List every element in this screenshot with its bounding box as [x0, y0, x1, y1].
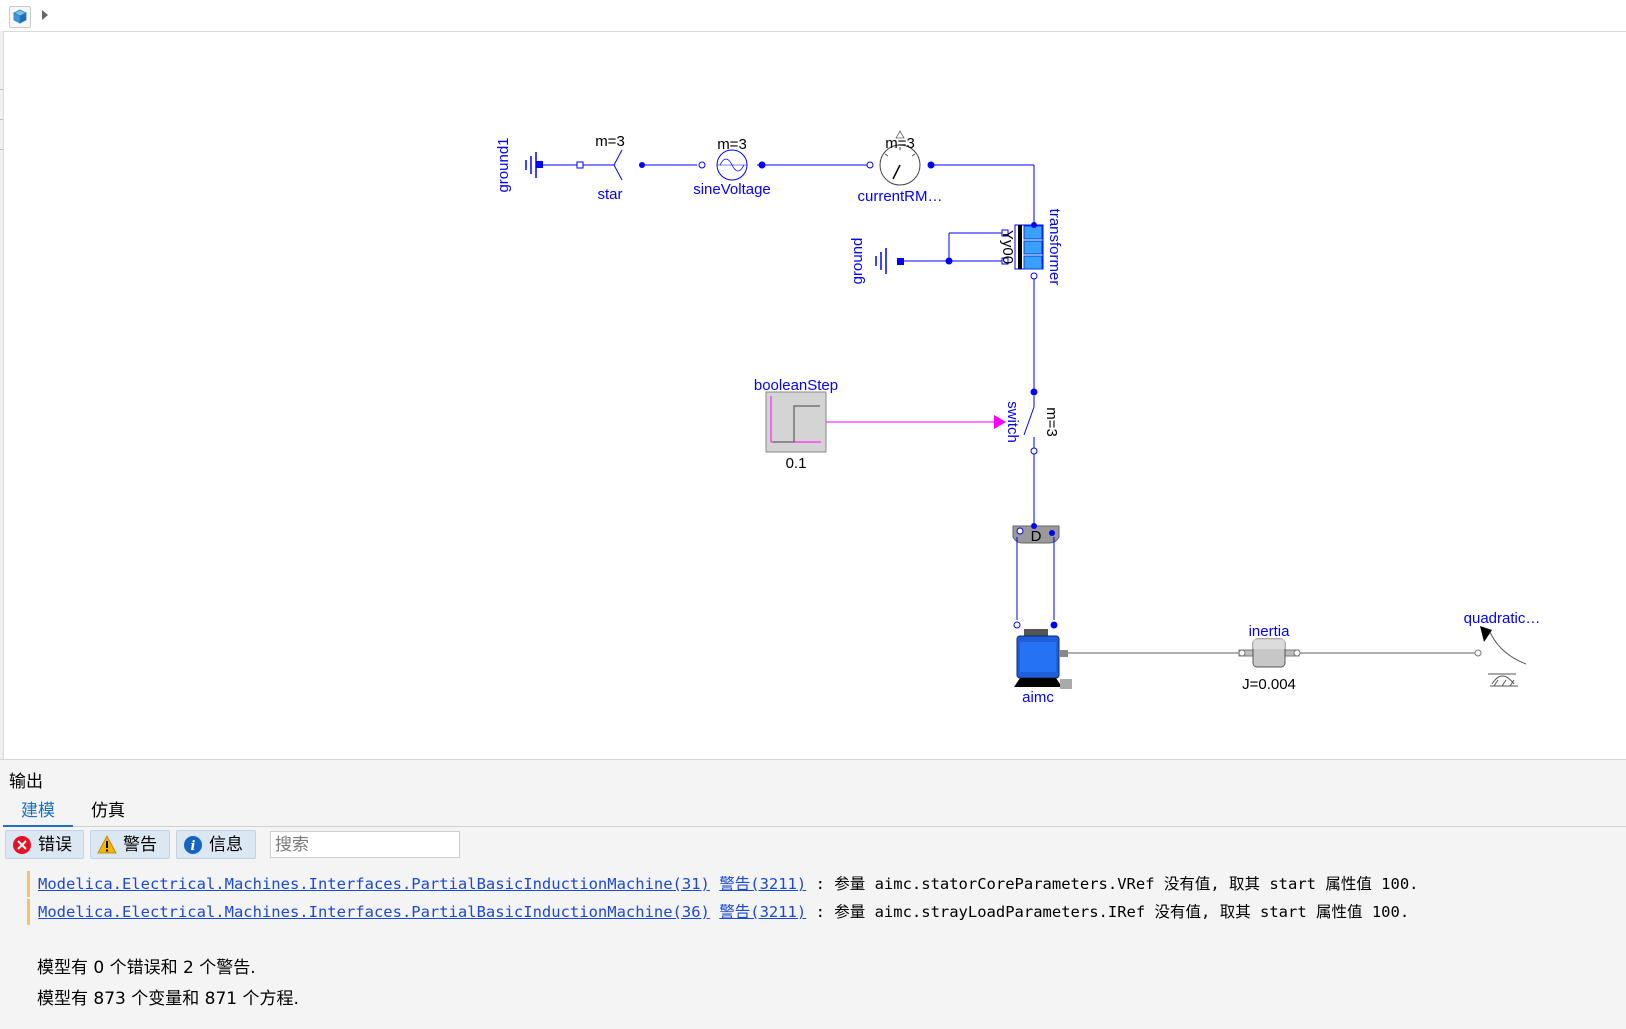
transformer-vector-label: Yy00 [999, 230, 1016, 264]
info-filter-button[interactable]: i 信息 [176, 830, 256, 859]
message-source-link[interactable]: Modelica.Electrical.Machines.Interfaces.… [38, 875, 710, 893]
star-component[interactable]: m=3 star [576, 133, 645, 203]
top-connection-line [539, 164, 1035, 225]
star-m-label: m=3 [595, 133, 625, 150]
errors-filter-label: 错误 [38, 835, 72, 855]
booleanStep-value-label: 0.1 [786, 455, 807, 472]
info-icon: i [183, 835, 203, 855]
toolbar [0, 0, 1626, 32]
currentRMS-label: currentRM… [857, 188, 942, 205]
ground1-component[interactable]: ground1 [495, 137, 543, 193]
search-input[interactable] [270, 831, 460, 858]
summary-variables: 模型有 873 个变量和 871 个方程. [37, 989, 299, 1009]
output-title: 输出 [9, 772, 43, 792]
error-icon [12, 835, 32, 855]
left-splitter[interactable] [0, 31, 4, 759]
transformer-component[interactable]: Yy00 transformer [999, 209, 1063, 286]
message-text: : 参量 aimc.strayLoadParameters.IRef 没有值, … [815, 903, 1410, 921]
output-panel: 输出 建模 仿真 错误 警告 i 信息 Modelica.Electrical.… [0, 759, 1626, 1029]
message-code-link[interactable]: 警告(3211) [719, 903, 807, 921]
filter-bar: 错误 警告 i 信息 [3, 828, 1626, 862]
transformer-label: transformer [1046, 209, 1063, 286]
tab-simulation[interactable]: 仿真 [91, 801, 125, 821]
info-filter-label: 信息 [209, 835, 243, 855]
quadratic-torque-component[interactable]: quadratic… [1464, 610, 1541, 687]
ground-component[interactable]: ground [849, 232, 1002, 285]
message-row: Modelica.Electrical.Machines.Interfaces.… [27, 871, 1419, 897]
inertia-label: inertia [1249, 623, 1291, 640]
booleanStep-label: booleanStep [754, 377, 838, 394]
svg-text:i: i [191, 839, 196, 854]
inertia-J-label: J=0.004 [1242, 676, 1296, 693]
errors-filter-button[interactable]: 错误 [5, 830, 84, 859]
aimc-label: aimc [1022, 689, 1054, 706]
sineVoltage-component[interactable]: m=3 sineVoltage [693, 136, 771, 198]
sineVoltage-label: sineVoltage [693, 181, 771, 198]
aimc-component[interactable]: aimc [1013, 621, 1072, 707]
ground1-label: ground1 [495, 137, 512, 192]
booleanStep-component[interactable]: booleanStep 0.1 [754, 377, 1006, 472]
message-source-link[interactable]: Modelica.Electrical.Machines.Interfaces.… [38, 903, 710, 921]
warning-icon [97, 835, 117, 855]
quadratic-label: quadratic… [1464, 610, 1541, 627]
message-log: Modelica.Electrical.Machines.Interfaces.… [3, 863, 1626, 1029]
ground-label: ground [849, 238, 866, 285]
currentRMS-component[interactable]: m=3 currentRM… [857, 130, 943, 205]
warnings-filter-label: 警告 [123, 835, 157, 855]
currentRMS-m-label: m=3 [885, 135, 915, 152]
output-tabs: 建模 仿真 [3, 798, 1626, 827]
inertia-component[interactable]: inertia J=0.004 [1238, 623, 1301, 693]
message-row: Modelica.Electrical.Machines.Interfaces.… [27, 899, 1409, 925]
diagram-canvas[interactable]: ground1 m=3 star m=3 sineVoltage m=3 cur… [4, 32, 1626, 758]
delta-terminal-box[interactable]: D [1012, 523, 1060, 620]
delta-label: D [1031, 528, 1042, 545]
switch-label: switch [1004, 401, 1021, 443]
switch-component[interactable]: switch m=3 [1004, 388, 1060, 455]
warnings-filter-button[interactable]: 警告 [90, 830, 170, 859]
sineVoltage-m-label: m=3 [717, 136, 747, 153]
model-cube-icon[interactable] [9, 6, 31, 28]
summary-errors: 模型有 0 个错误和 2 个警告. [37, 958, 256, 978]
tab-modeling[interactable]: 建模 [3, 798, 73, 827]
message-code-link[interactable]: 警告(3211) [719, 875, 807, 893]
message-text: : 参量 aimc.statorCoreParameters.VRef 没有值,… [815, 875, 1419, 893]
star-label: star [597, 186, 622, 203]
chevron-right-icon[interactable] [38, 7, 52, 23]
switch-m-label: m=3 [1043, 407, 1060, 437]
